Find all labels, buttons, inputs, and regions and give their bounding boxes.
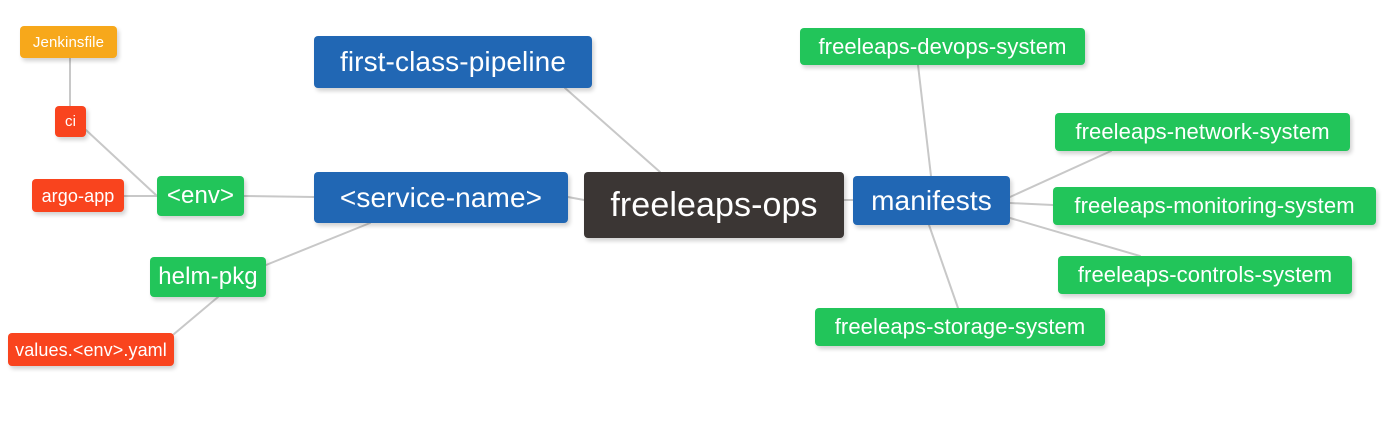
node-values-env-yaml[interactable]: values.<env>.yaml [8,333,174,366]
node-label-jenkinsfile: Jenkinsfile [32,33,105,51]
node-label-freeleaps-controls-system: freeleaps-controls-system [1077,262,1333,287]
node-label-helm-pkg: helm-pkg [158,263,258,290]
edge-env-to-service-name [243,195,315,198]
node-label-freeleaps-monitoring-system: freeleaps-monitoring-system [1074,193,1355,218]
edge-values-env-yaml-to-helm-pkg [173,296,219,335]
edge-manifests-to-freeleaps-storage-system [928,224,959,309]
node-label-freeleaps-storage-system: freeleaps-storage-system [834,314,1086,339]
node-jenkinsfile[interactable]: Jenkinsfile [20,26,117,58]
node-label-freeleaps-network-system: freeleaps-network-system [1075,119,1330,144]
node-label-freeleaps-ops: freeleaps-ops [610,186,818,224]
edge-helm-pkg-to-service-name [265,222,371,266]
node-freeleaps-storage-system[interactable]: freeleaps-storage-system [815,308,1105,346]
node-manifests[interactable]: manifests [853,176,1010,225]
node-freeleaps-ops[interactable]: freeleaps-ops [584,172,844,238]
node-freeleaps-monitoring-system[interactable]: freeleaps-monitoring-system [1053,187,1376,225]
node-env[interactable]: <env> [157,176,244,216]
node-label-service-name: <service-name> [339,181,543,213]
edge-freeleaps-devops-system-to-manifests [917,64,932,177]
node-label-manifests: manifests [871,184,992,216]
node-freeleaps-controls-system[interactable]: freeleaps-controls-system [1058,256,1352,294]
node-first-class-pipeline[interactable]: first-class-pipeline [314,36,592,88]
node-freeleaps-devops-system[interactable]: freeleaps-devops-system [800,28,1085,65]
edge-service-name-to-freeleaps-ops [567,196,585,201]
node-label-ci: ci [64,113,77,130]
edge-first-class-pipeline-to-freeleaps-ops [564,87,661,173]
node-label-first-class-pipeline: first-class-pipeline [339,46,567,77]
node-helm-pkg[interactable]: helm-pkg [150,257,266,297]
edge-manifests-to-freeleaps-monitoring-system [1009,202,1054,206]
node-service-name[interactable]: <service-name> [314,172,568,223]
node-label-env: <env> [166,182,235,209]
node-label-values-env-yaml: values.<env>.yaml [15,339,167,360]
node-ci[interactable]: ci [55,106,86,137]
node-label-freeleaps-devops-system: freeleaps-devops-system [818,33,1067,59]
node-freeleaps-network-system[interactable]: freeleaps-network-system [1055,113,1350,151]
node-argo-app[interactable]: argo-app [32,179,124,212]
node-label-argo-app: argo-app [41,185,115,206]
